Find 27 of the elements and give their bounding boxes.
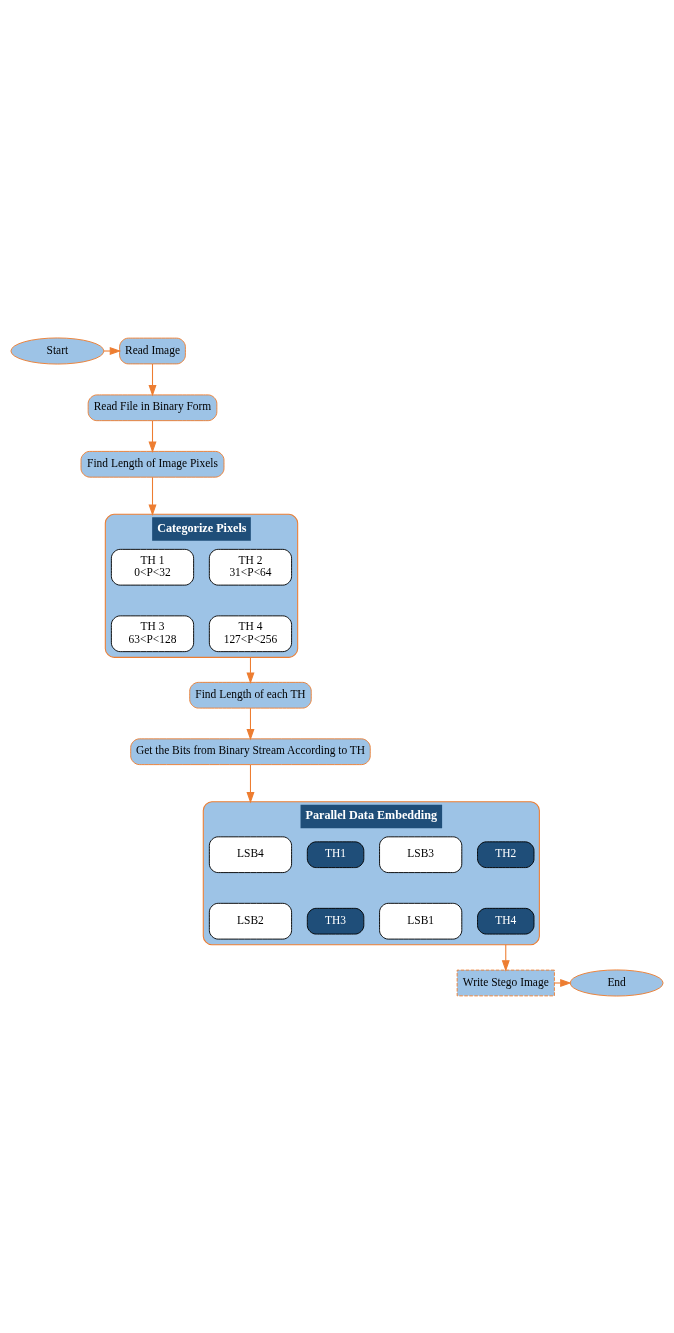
node-box: Find Length of Image Pixels [80,450,225,478]
arrow [148,362,157,396]
node-box: LSB4 [208,835,293,873]
node-box: TH 1 0<P<32 [110,548,195,586]
node-box: TH 2 31<P<64 [208,548,293,586]
node-box: Get the Bits from Binary Stream According to TH [130,737,371,765]
node-box: Read Image [119,337,186,364]
node-box: Find Length of each TH [189,681,312,709]
arrow [246,707,255,740]
node-box: Read File in Binary Form [87,393,218,421]
node-box: TH1 [306,840,365,868]
node-box: LSB3 [379,835,463,873]
node-box: LSB2 [208,902,293,940]
node-box: TH3 [306,907,365,935]
node-box: LSB1 [379,902,463,940]
arrow [148,419,157,453]
node-box: TH 3 63<P<128 [110,614,195,652]
node-ellipse: Start [10,337,105,365]
node-box: TH 4 127<P<256 [208,614,293,652]
node-box: TH2 [477,840,535,868]
node-box: Write Stego Image [456,969,555,996]
node-box: TH4 [477,907,535,935]
node-ellipse: End [569,968,664,997]
arrow [246,763,255,803]
arrow [103,346,122,355]
arrow [148,476,157,516]
arrow [553,978,572,987]
